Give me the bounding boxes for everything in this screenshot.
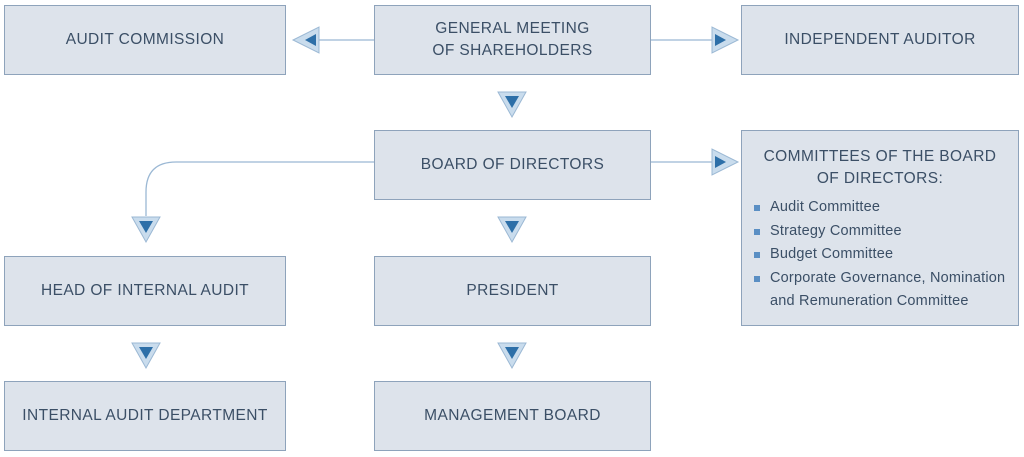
committees-box: COMMITTEES OF THE BOARD OF DIRECTORS: Au…: [741, 130, 1019, 326]
committee-item-label-continued: and Remuneration Committee: [770, 293, 969, 309]
committees-title-line2: OF DIRECTORS:: [816, 170, 944, 187]
committees-list: Audit Committee Strategy Committee Budge…: [742, 196, 1018, 314]
head-internal-audit-box: HEAD OF INTERNAL AUDIT: [4, 256, 286, 326]
management-board-label: MANAGEMENT BOARD: [424, 407, 601, 424]
president-label: PRESIDENT: [466, 282, 559, 299]
connector-board-to-head-internal-audit: [145, 161, 374, 216]
committee-item: Corporate Governance, Nomination and Rem…: [754, 267, 1018, 314]
internal-audit-department-label: INTERNAL AUDIT DEPARTMENT: [22, 407, 268, 424]
committees-title: COMMITTEES OF THE BOARD OF DIRECTORS:: [764, 146, 997, 190]
independent-auditor-label: INDEPENDENT AUDITOR: [784, 31, 976, 48]
committee-item: Strategy Committee: [754, 220, 1018, 244]
internal-audit-department-box: INTERNAL AUDIT DEPARTMENT: [4, 381, 286, 451]
audit-commission-label: AUDIT COMMISSION: [65, 31, 225, 48]
committee-item: Budget Committee: [754, 243, 1018, 267]
board-of-directors-label: BOARD OF DIRECTORS: [420, 156, 605, 173]
arrow-right-icon: [711, 26, 740, 54]
committee-item-label: Corporate Governance, Nomination: [770, 269, 1006, 286]
arrow-down-icon: [131, 216, 161, 244]
committee-item-label: Budget Committee: [770, 246, 894, 262]
committee-item-label: Audit Committee: [770, 199, 881, 215]
independent-auditor-box: INDEPENDENT AUDITOR: [741, 5, 1019, 75]
committee-item: Audit Committee: [754, 196, 1018, 220]
arrow-down-icon: [131, 342, 161, 370]
general-meeting-label-line2: OF SHAREHOLDERS: [432, 42, 593, 59]
committee-item-label: Strategy Committee: [770, 222, 902, 239]
audit-commission-box: AUDIT COMMISSION: [4, 5, 286, 75]
management-board-box: MANAGEMENT BOARD: [374, 381, 651, 451]
arrow-down-icon: [497, 216, 527, 244]
arrow-right-icon: [711, 148, 740, 176]
arrow-down-icon: [497, 91, 527, 119]
board-of-directors-box: BOARD OF DIRECTORS: [374, 130, 651, 200]
committees-title-line1: COMMITTEES OF THE BOARD: [763, 148, 997, 165]
general-meeting-box: GENERAL MEETING OF SHAREHOLDERS: [374, 5, 651, 75]
president-box: PRESIDENT: [374, 256, 651, 326]
general-meeting-label-line1: GENERAL MEETING: [435, 20, 590, 37]
head-internal-audit-label: HEAD OF INTERNAL AUDIT: [40, 282, 250, 299]
arrow-down-icon: [497, 342, 527, 370]
arrow-left-icon: [291, 26, 320, 54]
